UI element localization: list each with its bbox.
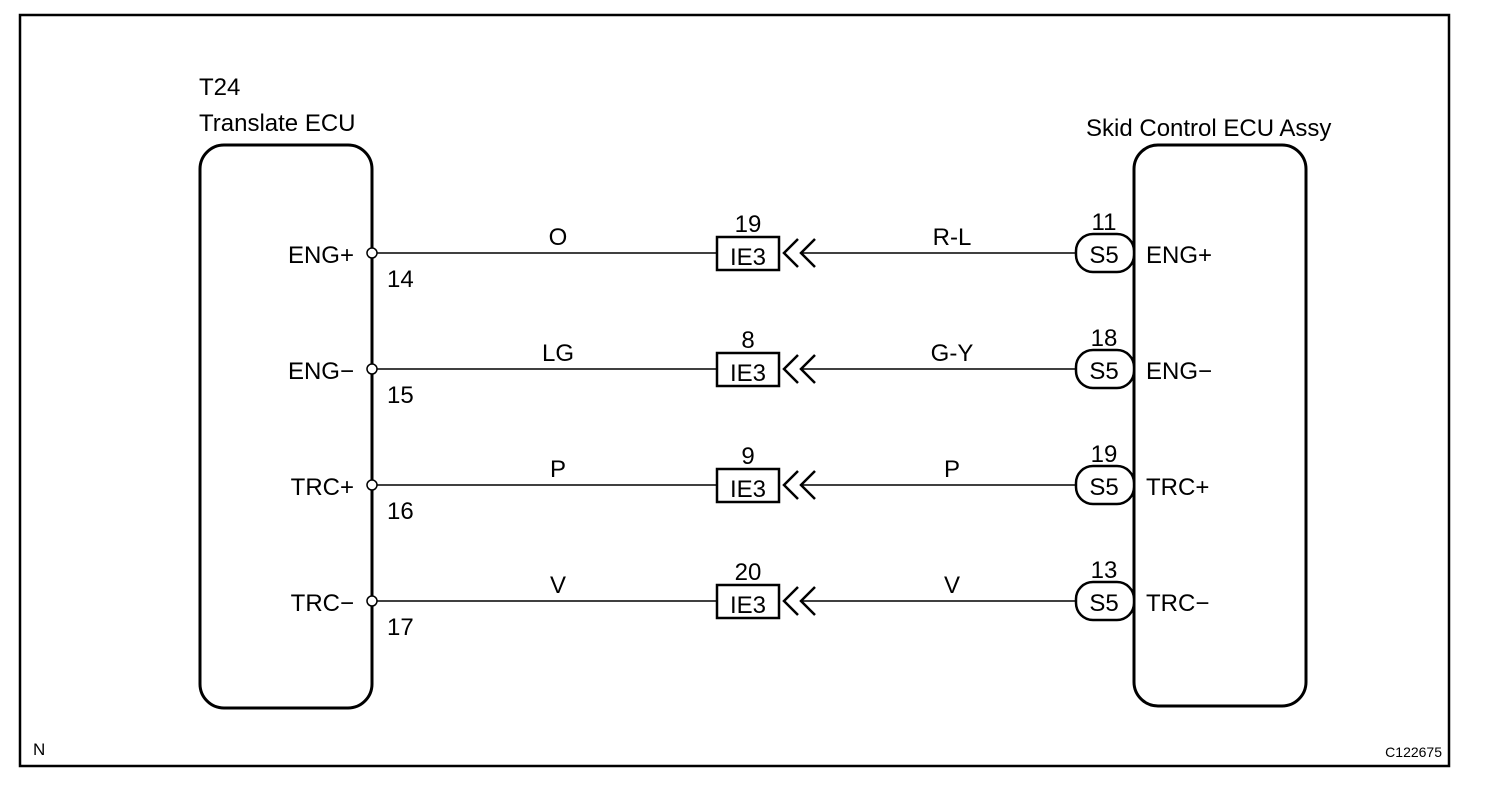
wire-color-label: V	[550, 572, 566, 599]
junction-pin-number: 20	[735, 559, 762, 586]
left-signal-label: ENG−	[288, 358, 354, 385]
left-ecu-box	[198, 143, 374, 710]
junction-box	[715, 351, 781, 388]
junction-label: IE3	[730, 592, 766, 619]
left-signal-label: ENG+	[288, 242, 354, 269]
right-ecu-box	[1132, 143, 1308, 708]
left-signal-label: TRC−	[291, 590, 354, 617]
wire-color-label: P	[550, 456, 566, 483]
terminal-circle	[366, 595, 378, 607]
terminal-circle	[366, 479, 378, 491]
junction-box	[715, 467, 781, 504]
junction-label: IE3	[730, 360, 766, 387]
connector-label: S5	[1089, 242, 1118, 269]
junction-box	[715, 583, 781, 620]
wire-color-label: LG	[542, 340, 574, 367]
connector-label: S5	[1089, 358, 1118, 385]
junction-label: IE3	[730, 244, 766, 271]
wire-color-label: G-Y	[931, 340, 974, 367]
right-signal-label: ENG−	[1146, 358, 1212, 385]
left-pin-number: 16	[387, 498, 414, 525]
connector-pin-number: 11	[1092, 209, 1117, 236]
left-pin-number: 17	[387, 614, 414, 641]
connector-pin-number: 18	[1091, 325, 1118, 352]
diagram-frame	[18, 13, 1451, 768]
connector-chevron-icon	[782, 470, 816, 500]
connector-pin-number: 13	[1091, 557, 1118, 584]
connector-pin-number: 19	[1091, 441, 1118, 468]
right-ecu-name: Skid Control ECU Assy	[1086, 115, 1331, 142]
right-signal-label: TRC−	[1146, 590, 1209, 617]
junction-box	[715, 235, 781, 272]
corner-mark: N	[33, 740, 45, 759]
left-pin-number: 14	[387, 266, 414, 293]
connector-pill	[1074, 464, 1136, 506]
connector-pill	[1074, 232, 1136, 274]
terminal-circle	[366, 247, 378, 259]
wire-color-label: O	[549, 224, 568, 251]
left-signal-label: TRC+	[291, 474, 354, 501]
junction-pin-number: 9	[741, 443, 754, 470]
junction-pin-number: 19	[735, 211, 762, 238]
wire-color-label: V	[944, 572, 960, 599]
right-signal-label: TRC+	[1146, 474, 1209, 501]
right-signal-label: ENG+	[1146, 242, 1212, 269]
left-pin-number: 15	[387, 382, 414, 409]
junction-label: IE3	[730, 476, 766, 503]
connector-chevron-icon	[782, 586, 816, 616]
connector-pill	[1074, 348, 1136, 390]
connector-label: S5	[1089, 474, 1118, 501]
wire-color-label: R-L	[933, 224, 972, 251]
junction-pin-number: 8	[741, 327, 754, 354]
connector-label: S5	[1089, 590, 1118, 617]
connector-chevron-icon	[782, 354, 816, 384]
left-ecu-name: Translate ECU	[199, 110, 356, 137]
left-ecu-code: T24	[199, 74, 240, 101]
figure-code: C122675	[1385, 744, 1442, 760]
connector-pill	[1074, 580, 1136, 622]
wire-color-label: P	[944, 456, 960, 483]
terminal-circle	[366, 363, 378, 375]
connector-chevron-icon	[782, 238, 816, 268]
